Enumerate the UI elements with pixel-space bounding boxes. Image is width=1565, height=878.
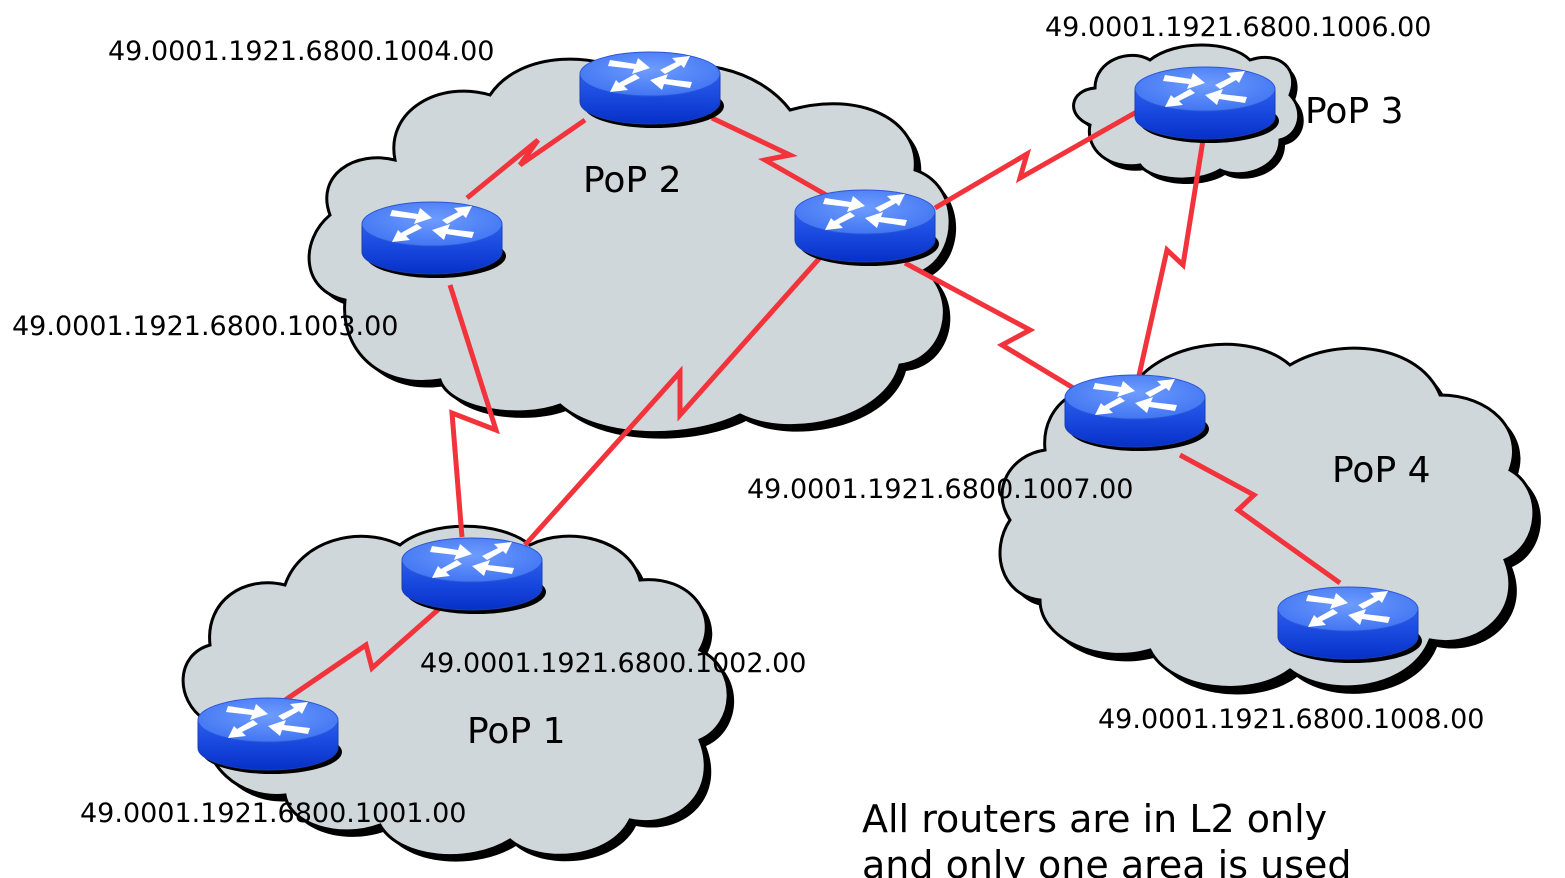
- note-line-2: and only one area is used: [862, 843, 1351, 878]
- router-address-1001: 49.0001.1921.6800.1001.00: [80, 798, 466, 829]
- link-1005-1006: [933, 107, 1142, 211]
- router-1008[interactable]: [1277, 586, 1423, 664]
- router-address-1008: 49.0001.1921.6800.1008.00: [1098, 704, 1484, 735]
- link-1007-1008: [1178, 452, 1342, 586]
- router-address-1003: 49.0001.1921.6800.1003.00: [12, 311, 398, 342]
- router-1002[interactable]: [401, 537, 547, 615]
- router-1006[interactable]: [1134, 66, 1280, 144]
- router-1001[interactable]: [197, 697, 343, 775]
- pop-label-pop3: PoP 3: [1305, 91, 1404, 132]
- link-1003-1004: [465, 117, 587, 200]
- link-1002-1005: [523, 250, 827, 547]
- cloud-pop1: [181, 524, 735, 862]
- link-1002-1003: [447, 284, 500, 538]
- pop-label-pop1: PoP 1: [467, 711, 566, 752]
- link-1001-1002: [276, 606, 442, 708]
- router-1005[interactable]: [794, 189, 940, 267]
- router-1007[interactable]: [1064, 374, 1210, 452]
- router-1004[interactable]: [579, 51, 725, 129]
- pop-label-pop2: PoP 2: [583, 160, 682, 201]
- note-line-1: All routers are in L2 only: [862, 797, 1327, 841]
- links: [276, 107, 1342, 708]
- link-1005-1007: [903, 260, 1082, 395]
- router-address-1006: 49.0001.1921.6800.1006.00: [1045, 12, 1431, 43]
- router-address-1002: 49.0001.1921.6800.1002.00: [420, 648, 806, 679]
- router-1003[interactable]: [361, 201, 507, 279]
- router-address-1004: 49.0001.1921.6800.1004.00: [108, 36, 494, 67]
- link-1004-1005: [710, 115, 837, 203]
- pop-label-pop4: PoP 4: [1332, 450, 1431, 491]
- router-address-1007: 49.0001.1921.6800.1007.00: [747, 474, 1133, 505]
- link-1006-1007: [1135, 139, 1206, 381]
